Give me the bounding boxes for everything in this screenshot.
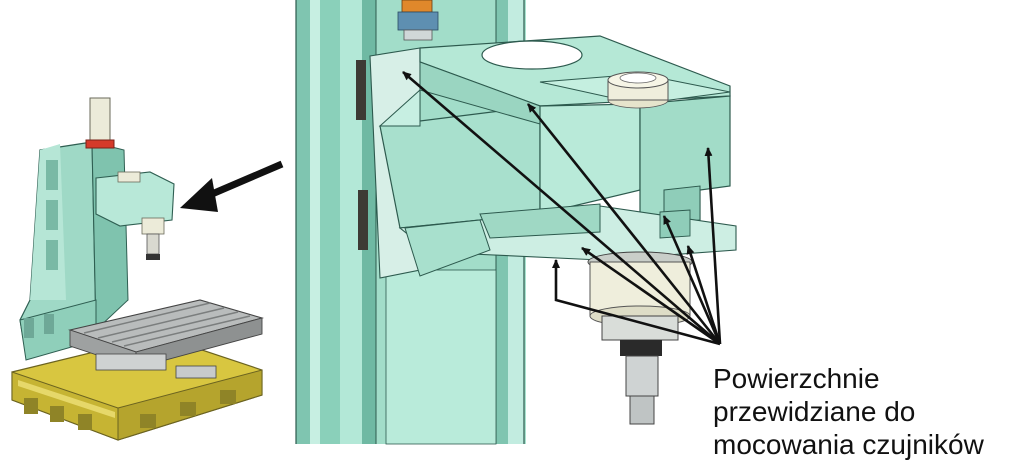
spindle-motor-top [607,71,669,109]
arrow-to-notch [662,215,722,345]
detail-view [295,0,737,445]
caption-line-1: Powierzchnie [713,363,880,394]
machine-overview [11,97,284,441]
pointer-arrow [180,160,284,212]
spindle-head-large [378,35,737,277]
arrow-to-right-face [704,147,722,345]
spindle-head-small [95,171,175,260]
sensor-surface-arrows [402,71,722,346]
arrow-to-lower-left [552,259,721,346]
work-table [67,299,265,379]
z-axis-motor [85,97,115,149]
arrow-to-lower-right [686,245,722,345]
caption-sensor-surfaces: Powierzchnie przewidziane do mocowania c… [713,362,984,461]
ballscrew-coupling [397,0,439,41]
arrow-to-shelf [581,246,721,346]
spindle-nose [587,251,693,425]
caption-line-2: przewidziane do [713,396,916,427]
caption-line-3: mocowania czujników [713,429,984,460]
arrow-to-top-face [526,103,722,345]
arrow-to-carriage [402,71,721,345]
machine-base [11,335,263,441]
machine-column [19,141,129,361]
